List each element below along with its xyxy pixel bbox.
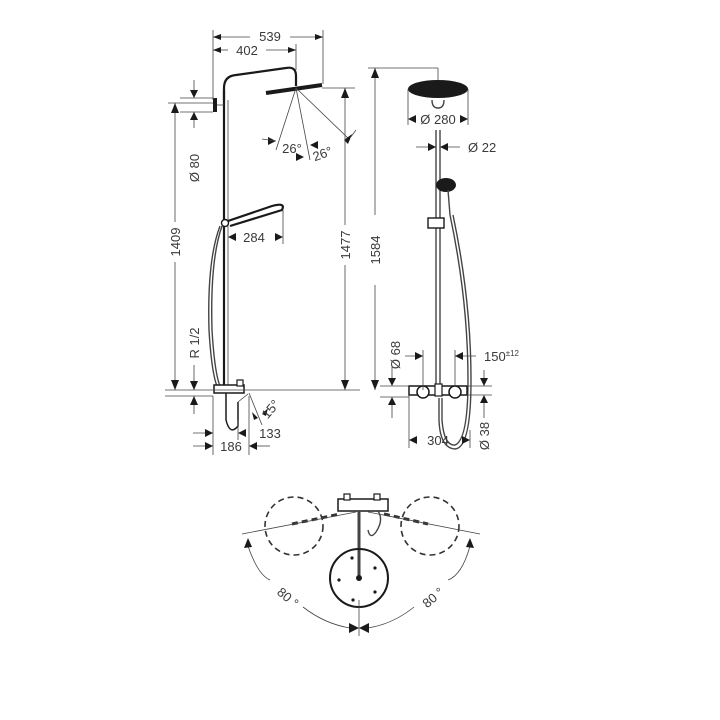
- dim-186: 186: [220, 439, 242, 454]
- overhead-shower-side: [265, 83, 323, 95]
- dim-284: 284: [243, 230, 265, 245]
- dim-539: 539: [259, 29, 281, 44]
- dim-26-right: 26°: [311, 143, 335, 164]
- dim-1584: 1584: [368, 236, 383, 265]
- dim-150: 150±12: [484, 349, 520, 364]
- front-view: 1584 Ø 280 Ø 22 Ø 68 150±12: [368, 67, 520, 450]
- dim-diam-38: Ø 38: [477, 422, 492, 450]
- dim-402: 402: [236, 43, 258, 58]
- dim-diam-280: Ø 280: [420, 112, 455, 127]
- dim-1409: 1409: [168, 228, 183, 257]
- wall-bracket: [213, 98, 217, 112]
- side-view: 539 402 Ø 80 26° 26° 1409 R: [165, 29, 360, 455]
- dim-15-deg: 15°: [258, 397, 282, 422]
- dim-304: 304: [427, 433, 449, 448]
- dim-diam-22: Ø 22: [468, 140, 496, 155]
- dim-swivel-80-right: 80 °: [419, 584, 446, 610]
- dim-diam-68: Ø 68: [388, 341, 403, 369]
- dim-diam-80: Ø 80: [187, 154, 202, 182]
- overhead-shower-front: [408, 80, 468, 98]
- dim-1477: 1477: [338, 231, 353, 260]
- top-view: 80 ° 80 °: [241, 493, 481, 636]
- dim-swivel-80-left: 80 °: [274, 584, 301, 610]
- dim-26-left: 26°: [282, 141, 302, 156]
- dim-133: 133: [259, 426, 281, 441]
- dim-r-1-2: R 1/2: [187, 327, 202, 358]
